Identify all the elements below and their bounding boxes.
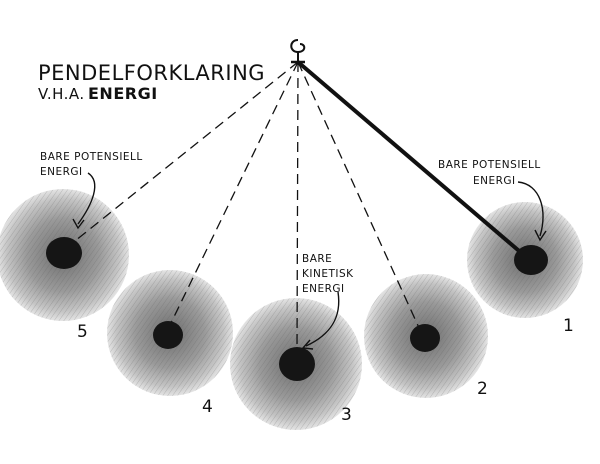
label-kinetic-line1: BARE (302, 253, 332, 265)
label-right-potential-line1: BARE POTENSIELL (438, 159, 541, 171)
string-4 (169, 61, 299, 326)
label-right-arrow (517, 181, 544, 237)
pendulum-bobs (46, 237, 548, 381)
position-number-4: 4 (202, 397, 213, 417)
bob-1 (514, 245, 548, 275)
label-left-arrowhead (72, 218, 85, 230)
label-kinetic-line3: ENERGI (302, 283, 345, 295)
string-3 (296, 61, 299, 351)
diagram-title: PENDELFORKLARING (38, 61, 265, 85)
string-1-solid (296, 60, 527, 258)
label-kinetic-arrow (305, 291, 340, 347)
string-2 (297, 61, 421, 331)
position-number-1: 1 (563, 316, 574, 336)
diagram-subtitle-emphasis: ENERGI (88, 84, 158, 103)
label-left-arrow (77, 172, 96, 225)
bob-4 (153, 321, 183, 349)
hook-icon (290, 39, 306, 64)
label-kinetic-arrowhead (301, 339, 314, 350)
position-number-3: 3 (341, 405, 352, 425)
label-right-potential-line2: ENERGI (473, 175, 516, 187)
label-left-potential-line2: ENERGI (40, 166, 83, 178)
bob-5 (46, 237, 82, 269)
position-number-2: 2 (477, 379, 488, 399)
diagram-subtitle-prefix: V.H.A. (38, 85, 85, 103)
string-5 (69, 61, 299, 246)
shading-halos (0, 189, 583, 430)
pendulum-strings (69, 60, 527, 351)
label-right-arrowhead (534, 229, 547, 242)
label-left-potential-line1: BARE POTENSIELL (40, 151, 143, 163)
bob-3 (279, 347, 315, 381)
label-kinetic-line2: KINETISK (302, 268, 354, 280)
bob-2 (410, 324, 440, 352)
position-number-5: 5 (77, 322, 88, 342)
